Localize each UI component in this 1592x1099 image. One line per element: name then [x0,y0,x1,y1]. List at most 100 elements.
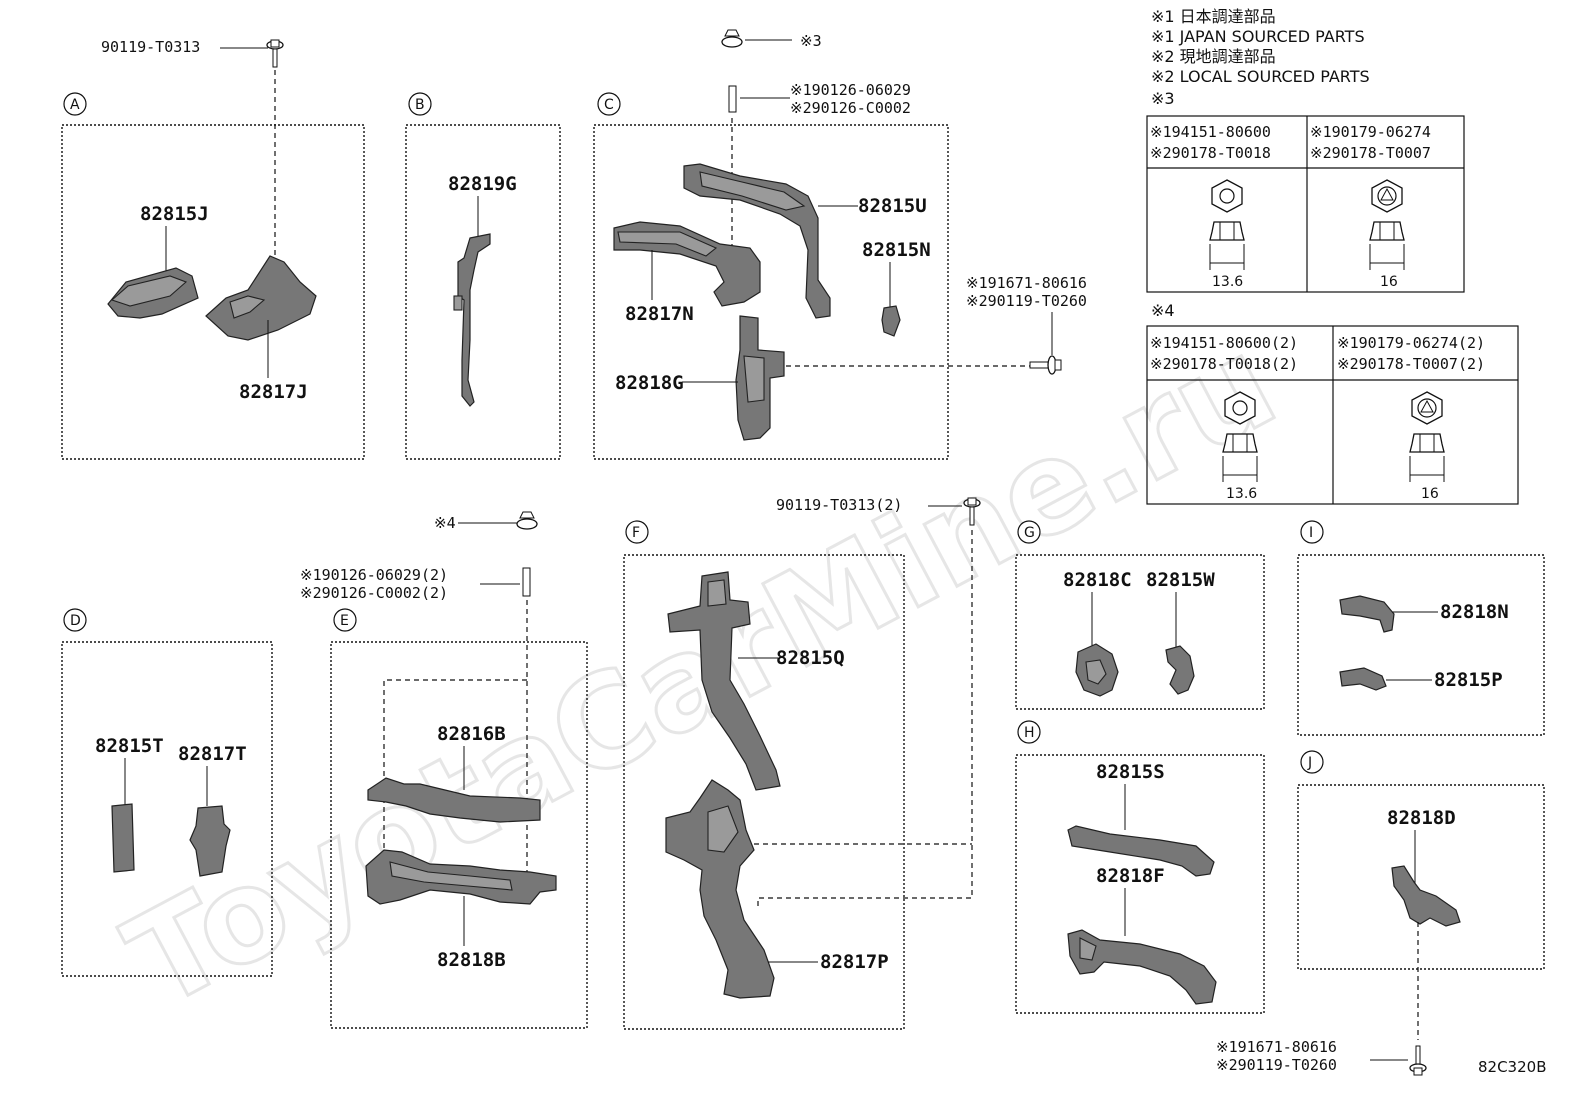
part-82815q-label: 82815Q [776,647,845,669]
bolt-f-label: 90119-T0313(2) [776,496,902,514]
notes-block: ※1 日本調達部品 ※1 JAPAN SOURCED PARTS ※2 現地調達… [1151,7,1370,320]
part-82817j-shape [205,255,317,341]
section-e-label: E [340,613,349,629]
part-82818g-label: 82818G [615,372,684,394]
part-82816b-shape [367,777,541,823]
note-2-jp: ※2 現地調達部品 [1151,47,1276,66]
part-82815s-label: 82815S [1096,761,1165,783]
section-c-label: C [604,97,614,113]
table4-col1-dim: 13.6 [1226,486,1257,502]
note-1-jp: ※1 日本調達部品 [1151,7,1276,26]
section-b-label: B [415,97,425,113]
table4-col1-line1: ※194151-80600(2) [1150,334,1298,352]
section-d-label: D [70,613,81,629]
section-c: C ※3 ※190126-06029 ※290126-C0002 82815U … [593,29,1087,460]
section-d: D 82815T 82817T [61,608,273,977]
flange-nut-icon [516,511,538,530]
hex-nut-icon [1222,391,1258,482]
part-82818n-label: 82818N [1440,601,1509,623]
table3-col2-line1: ※190179-06274 [1310,123,1431,141]
part-82815u-label: 82815U [858,195,927,217]
bolt-icon [1409,1045,1427,1076]
table3-col2-dim: 16 [1380,274,1398,290]
part-82818f-label: 82818F [1096,865,1165,887]
part-82818d-label: 82818D [1387,807,1456,829]
stud-icon [728,85,737,113]
bolt-c-line2: ※290119-T0260 [966,292,1087,310]
table4-col1-line2: ※290178-T0018(2) [1150,355,1298,373]
part-82815n-label: 82815N [862,239,931,261]
bolt-a-label: 90119-T0313 [101,38,200,56]
bolt-j-line1: ※191671-80616 [1216,1038,1337,1056]
part-82817j-label: 82817J [239,381,308,403]
part-82819g-shape [457,233,491,407]
part-82817t-shape [189,805,231,877]
bolt-icon [266,39,284,68]
section-h: H 82815S 82818F [1015,720,1265,1014]
stud-c-line1: ※190126-06029 [790,81,911,99]
diagram-code: 82C320B [1478,1058,1546,1076]
hex-nut-icon [1209,179,1245,270]
part-82818f-shape [1067,929,1217,1005]
section-i: I 82818N 82815P [1297,520,1545,736]
section-g-label: G [1024,525,1035,541]
nut-e-ref: ※4 [434,514,456,532]
section-b: B 82819G [405,92,561,460]
section-j-label: J [1307,755,1312,771]
section-g: G 82818C 82815W [1015,520,1265,710]
part-82815w-shape [1165,645,1195,695]
part-82815w-label: 82815W [1146,569,1215,591]
section-f-label: F [632,525,640,541]
section-j: J 82818D ※191671-80616 ※290119-T0260 [1216,750,1545,1076]
section-a-label: A [70,97,80,113]
part-82818d-shape [1391,865,1461,927]
note-1-en: ※1 JAPAN SOURCED PARTS [1151,27,1365,46]
table3-col1-line2: ※290178-T0018 [1150,144,1271,162]
section-f: F 90119-T0313(2) 82815Q 82817P [623,496,981,1030]
part-82815t-label: 82815T [95,735,164,757]
stud-e-line2: ※290126-C0002(2) [300,584,448,602]
part-82815q-shape [667,571,781,791]
section-i-label: I [1309,525,1313,541]
stud-c-line2: ※290126-C0002 [790,99,911,117]
section-a: A 90119-T0313 82815J 82817J [61,38,365,460]
lock-nut-icon [1369,179,1405,270]
table4-col2-dim: 16 [1421,486,1439,502]
nut-table-3: ※194151-80600 ※290178-T0018 ※190179-0627… [1146,115,1465,293]
bolt-icon [1029,355,1062,375]
stud-icon [522,567,531,597]
part-82815s-shape [1067,825,1215,877]
bolt-icon [963,497,981,526]
note-2-en: ※2 LOCAL SOURCED PARTS [1151,67,1370,86]
note-3: ※3 [1151,89,1175,108]
note-4: ※4 [1151,301,1175,320]
section-e: E ※4 ※190126-06029(2) ※290126-C0002(2) 8… [300,511,588,1029]
flange-nut-icon [721,29,743,48]
part-82817n-label: 82817N [625,303,694,325]
part-82819g-label: 82819G [448,173,517,195]
table3-col1-line1: ※194151-80600 [1150,123,1271,141]
stud-e-line1: ※190126-06029(2) [300,566,448,584]
nut-table-4: ※194151-80600(2) ※290178-T0018(2) ※19017… [1146,325,1519,505]
part-82818b-label: 82818B [437,949,506,971]
part-82818c-label: 82818C [1063,569,1132,591]
bolt-j-line2: ※290119-T0260 [1216,1056,1337,1074]
part-82817p-shape [665,779,775,999]
part-82815p-shape [1339,667,1387,691]
part-82815t-shape [111,803,135,873]
lock-nut-icon [1409,391,1445,482]
table3-col1-dim: 13.6 [1212,274,1243,290]
part-82815p-label: 82815P [1434,669,1503,691]
part-82815j-label: 82815J [140,203,209,225]
part-82818n-shape [1339,595,1395,633]
section-h-label: H [1024,725,1035,741]
part-82817p-label: 82817P [820,951,889,973]
part-82817t-label: 82817T [178,743,247,765]
table4-col2-line2: ※290178-T0007(2) [1337,355,1485,373]
bolt-c-line1: ※191671-80616 [966,274,1087,292]
table4-col2-line1: ※190179-06274(2) [1337,334,1485,352]
nut-c-ref: ※3 [800,32,822,50]
part-82815n-shape [881,305,901,337]
part-82816b-label: 82816B [437,723,506,745]
